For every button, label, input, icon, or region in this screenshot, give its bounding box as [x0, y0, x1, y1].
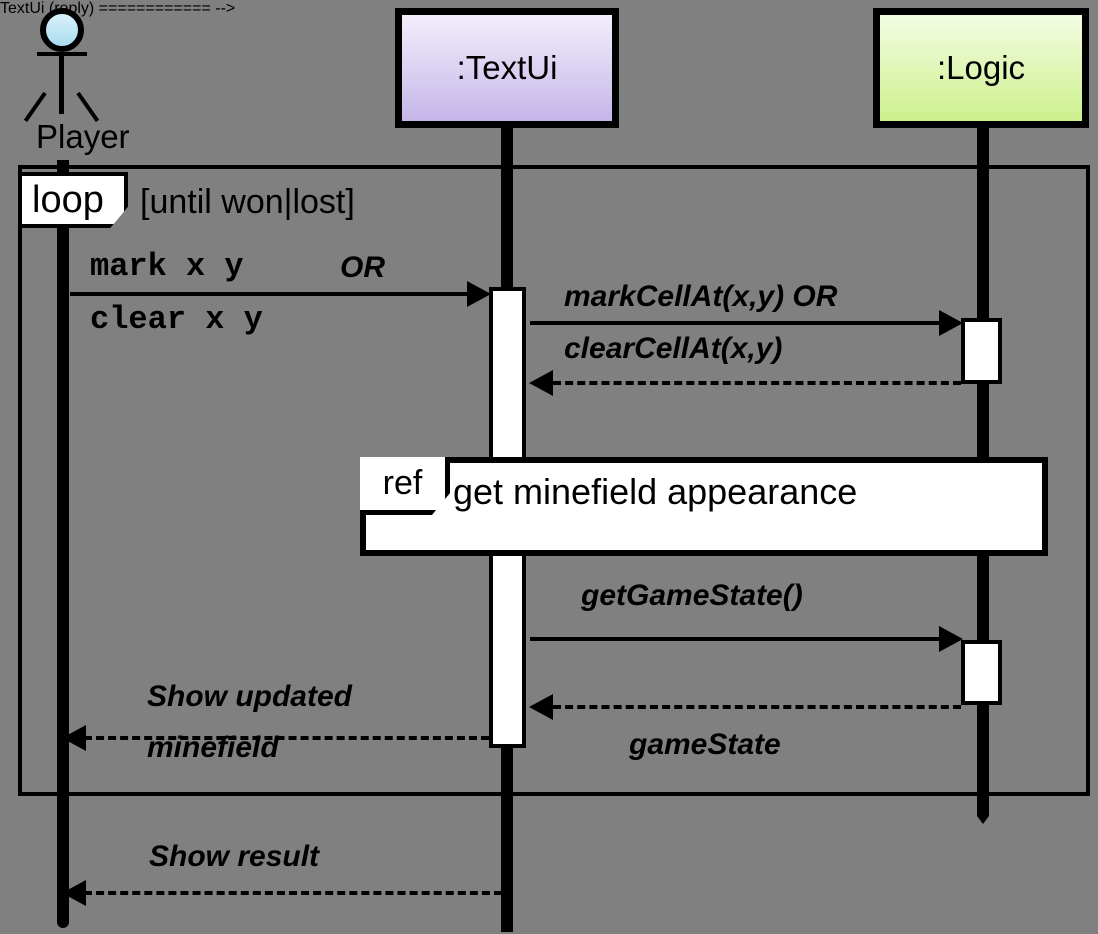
activation-logic-2	[961, 640, 1002, 705]
message-2-arrowhead	[939, 310, 963, 336]
participant-textui-label: :TextUi	[456, 49, 558, 86]
loop-fragment-frame	[18, 165, 1090, 796]
message-6-label-line2: minefield	[147, 731, 279, 764]
ref-fragment-tab: ref	[360, 457, 450, 515]
participant-textui[interactable]: :TextUi	[395, 8, 619, 128]
message-6-line	[84, 736, 489, 740]
message-1-label-line2: clear x y	[90, 301, 263, 338]
message-1-label-line1: mark x y	[90, 248, 244, 285]
message-6-label-line1: Show updated	[147, 680, 352, 713]
message-4-line	[530, 637, 947, 641]
activation-logic-1	[961, 318, 1002, 384]
participant-logic-label: :Logic	[936, 49, 1026, 86]
ref-operator-label: ref	[382, 464, 423, 502]
participant-logic[interactable]: :Logic	[873, 8, 1089, 128]
message-3-line	[553, 381, 961, 385]
loop-operator-label: loop	[32, 178, 104, 221]
ref-fragment-box	[360, 457, 1048, 556]
message-1-arrowhead	[467, 281, 491, 307]
message-5-label: gameState	[629, 728, 781, 761]
message-5-line	[553, 705, 961, 709]
actor-head-icon	[40, 8, 84, 52]
message-2-label-line2: clearCellAt(x,y)	[564, 332, 783, 365]
loop-fragment-tab: loop	[18, 172, 128, 228]
message-2-label-line1: markCellAt(x,y) OR	[564, 280, 838, 313]
message-4-label: getGameState()	[581, 579, 803, 612]
message-4-arrowhead	[939, 626, 963, 652]
actor-arms-icon	[37, 52, 87, 56]
message-5-arrowhead	[529, 694, 553, 720]
message-6-arrowhead	[62, 725, 86, 751]
actor-label: Player	[36, 118, 130, 155]
message-3-arrowhead	[529, 370, 553, 396]
message-7-label: Show result	[149, 840, 320, 873]
message-1-label-or: OR	[340, 251, 385, 284]
loop-guard-label: [until won|lost]	[140, 183, 355, 221]
actor-body-icon	[59, 52, 64, 114]
message-1-line	[70, 292, 475, 296]
ref-fragment-label: get minefield appearance	[453, 471, 858, 512]
message-7-line	[84, 891, 502, 895]
message-7-arrowhead	[62, 880, 86, 906]
message-2-line	[530, 321, 947, 325]
